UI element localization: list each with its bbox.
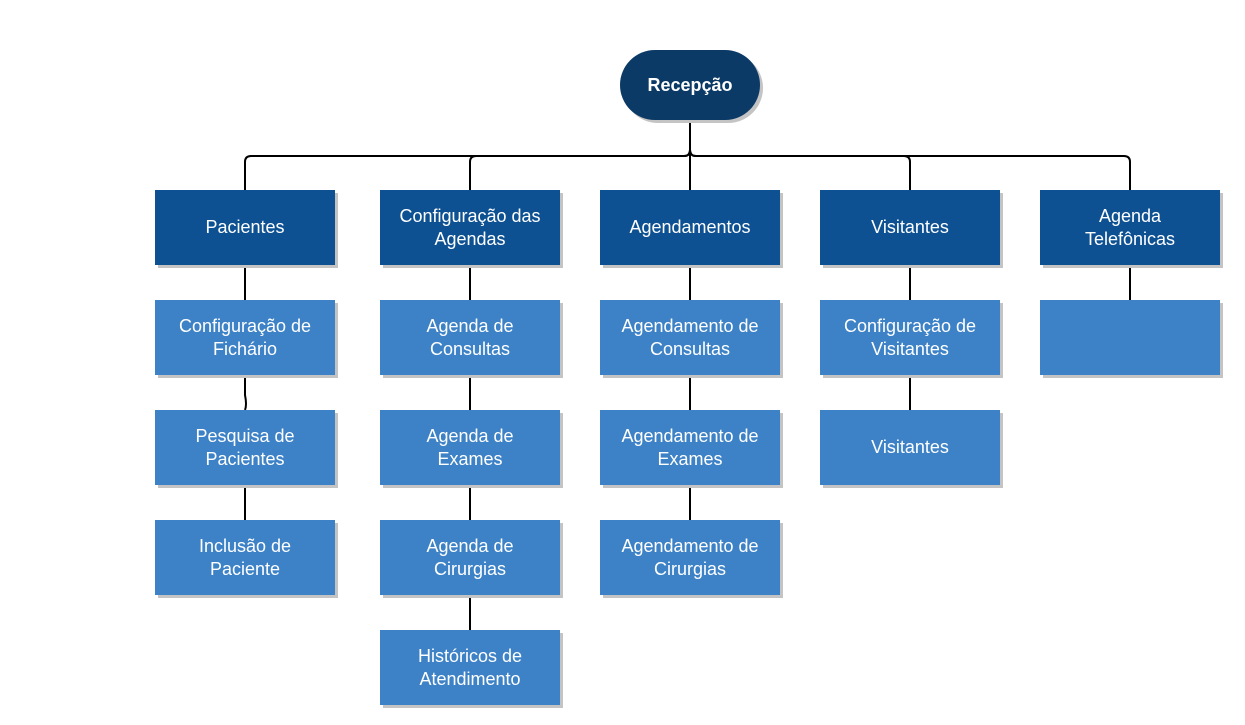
- bus-connector-col-4: [689, 149, 1131, 190]
- node-agenda-de-exames: Agenda de Exames: [380, 410, 560, 485]
- node-agendamento-de-cirurgias: Agendamento de Cirurgias: [600, 520, 780, 595]
- root-node-recepcao: Recepção: [620, 50, 760, 120]
- node-visitantes-child: Visitantes: [820, 410, 1000, 485]
- node-visitantes: Visitantes: [820, 190, 1000, 265]
- node-agendamento-de-consultas: Agendamento de Consultas: [600, 300, 780, 375]
- node-pacientes: Pacientes: [155, 190, 335, 265]
- node-agenda-de-consultas: Agenda de Consultas: [380, 300, 560, 375]
- col-0-vertical-connector: [244, 265, 247, 520]
- node-historicos-de-atendimento: Históricos de Atendimento: [380, 630, 560, 705]
- node-agendamentos: Agendamentos: [600, 190, 780, 265]
- node-configuracao-de-fichario: Configuração de Fichário: [155, 300, 335, 375]
- node-configuracao-das-agendas: Configuração das Agendas: [380, 190, 560, 265]
- node-agendamento-de-exames: Agendamento de Exames: [600, 410, 780, 485]
- node-inclusao-de-paciente: Inclusão de Paciente: [155, 520, 335, 595]
- bus-connector-col-1: [469, 149, 691, 190]
- node-configuracao-de-visitantes: Configuração de Visitantes: [820, 300, 1000, 375]
- node-pesquisa-de-pacientes: Pesquisa de Pacientes: [155, 410, 335, 485]
- node-agenda-telefonicas: Agenda Telefônicas: [1040, 190, 1220, 265]
- node-empty-child: [1040, 300, 1220, 375]
- node-agenda-de-cirurgias: Agenda de Cirurgias: [380, 520, 560, 595]
